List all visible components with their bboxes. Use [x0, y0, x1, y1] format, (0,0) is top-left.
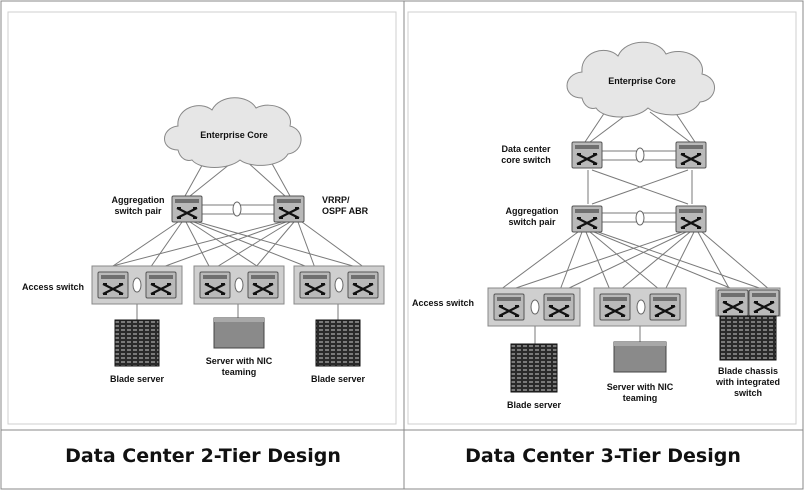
- link-ring-icon: [334, 277, 344, 293]
- access-pair-1: [487, 287, 581, 327]
- access-pair-1: [91, 265, 183, 305]
- access-pair-3: [293, 265, 385, 305]
- chassis-line1: Blade chassis: [718, 366, 778, 376]
- chassis-line3: switch: [734, 388, 762, 398]
- left-panel: Enterprise Core Aggregation switch pair …: [7, 11, 397, 425]
- agg-label-line2: switch pair: [508, 217, 556, 227]
- server-nic-line1: Server with NIC: [206, 356, 273, 366]
- link-ring-icon: [132, 277, 142, 293]
- agg-label-line1: Aggregation: [506, 206, 559, 216]
- switch-icon: [96, 270, 130, 300]
- switch-icon: [570, 140, 604, 170]
- link-ring-icon: [234, 277, 244, 293]
- access-pair-2: [593, 287, 687, 327]
- switch-icon: [674, 140, 708, 170]
- blade-label-left: Blade server: [110, 374, 165, 384]
- server-nic-line2: teaming: [623, 393, 658, 403]
- link-ring-icon: [530, 299, 540, 315]
- vrrp-label-line2: OSPF ABR: [322, 206, 369, 216]
- chassis-line2: with integrated: [715, 377, 780, 387]
- blade-server-icon: [114, 319, 160, 367]
- vrrp-label-line1: VRRP/: [322, 195, 350, 205]
- blade-server-icon: [315, 319, 361, 367]
- link-ring-icon: [232, 201, 242, 217]
- access-label: Access switch: [412, 298, 474, 308]
- cloud-icon: [566, 41, 715, 118]
- switch-icon: [198, 270, 232, 300]
- core-label: Enterprise Core: [608, 76, 676, 86]
- access-pair-2: [193, 265, 285, 305]
- core-switch-line1: Data center: [501, 144, 551, 154]
- agg-label-line1: Aggregation: [112, 195, 165, 205]
- switch-icon: [246, 270, 280, 300]
- blade-label: Blade server: [507, 400, 562, 410]
- agg-label-line2: switch pair: [114, 206, 162, 216]
- switch-icon: [492, 292, 526, 322]
- link-ring-icon: [636, 299, 646, 315]
- switch-icon: [747, 288, 781, 318]
- switch-icon: [542, 292, 576, 322]
- server-nic-line2: teaming: [222, 367, 257, 377]
- switch-icon: [674, 204, 708, 234]
- server-icon: [613, 341, 667, 373]
- blade-server-icon: [510, 343, 558, 393]
- link-ring-icon: [635, 210, 645, 226]
- blade-chassis-icon: [715, 287, 781, 361]
- link-ring-icon: [635, 147, 645, 163]
- switch-icon: [346, 270, 380, 300]
- caption-2-tier: Data Center 2-Tier Design: [65, 445, 341, 467]
- blade-label-right: Blade server: [311, 374, 366, 384]
- switch-icon: [598, 292, 632, 322]
- switch-icon: [716, 288, 750, 318]
- core-label: Enterprise Core: [200, 130, 268, 140]
- caption-3-tier: Data Center 3-Tier Design: [465, 445, 741, 467]
- core-switch-line2: core switch: [501, 155, 551, 165]
- cloud-icon: [164, 97, 302, 168]
- switch-icon: [648, 292, 682, 322]
- left-links: [104, 159, 366, 320]
- right-panel: Enterprise Core Data center core switch …: [407, 11, 797, 425]
- access-label: Access switch: [22, 282, 84, 292]
- switch-icon: [170, 194, 204, 224]
- switch-icon: [570, 204, 604, 234]
- switch-icon: [298, 270, 332, 300]
- server-nic-line1: Server with NIC: [607, 382, 674, 392]
- switch-icon: [144, 270, 178, 300]
- server-icon: [213, 317, 265, 349]
- switch-icon: [272, 194, 306, 224]
